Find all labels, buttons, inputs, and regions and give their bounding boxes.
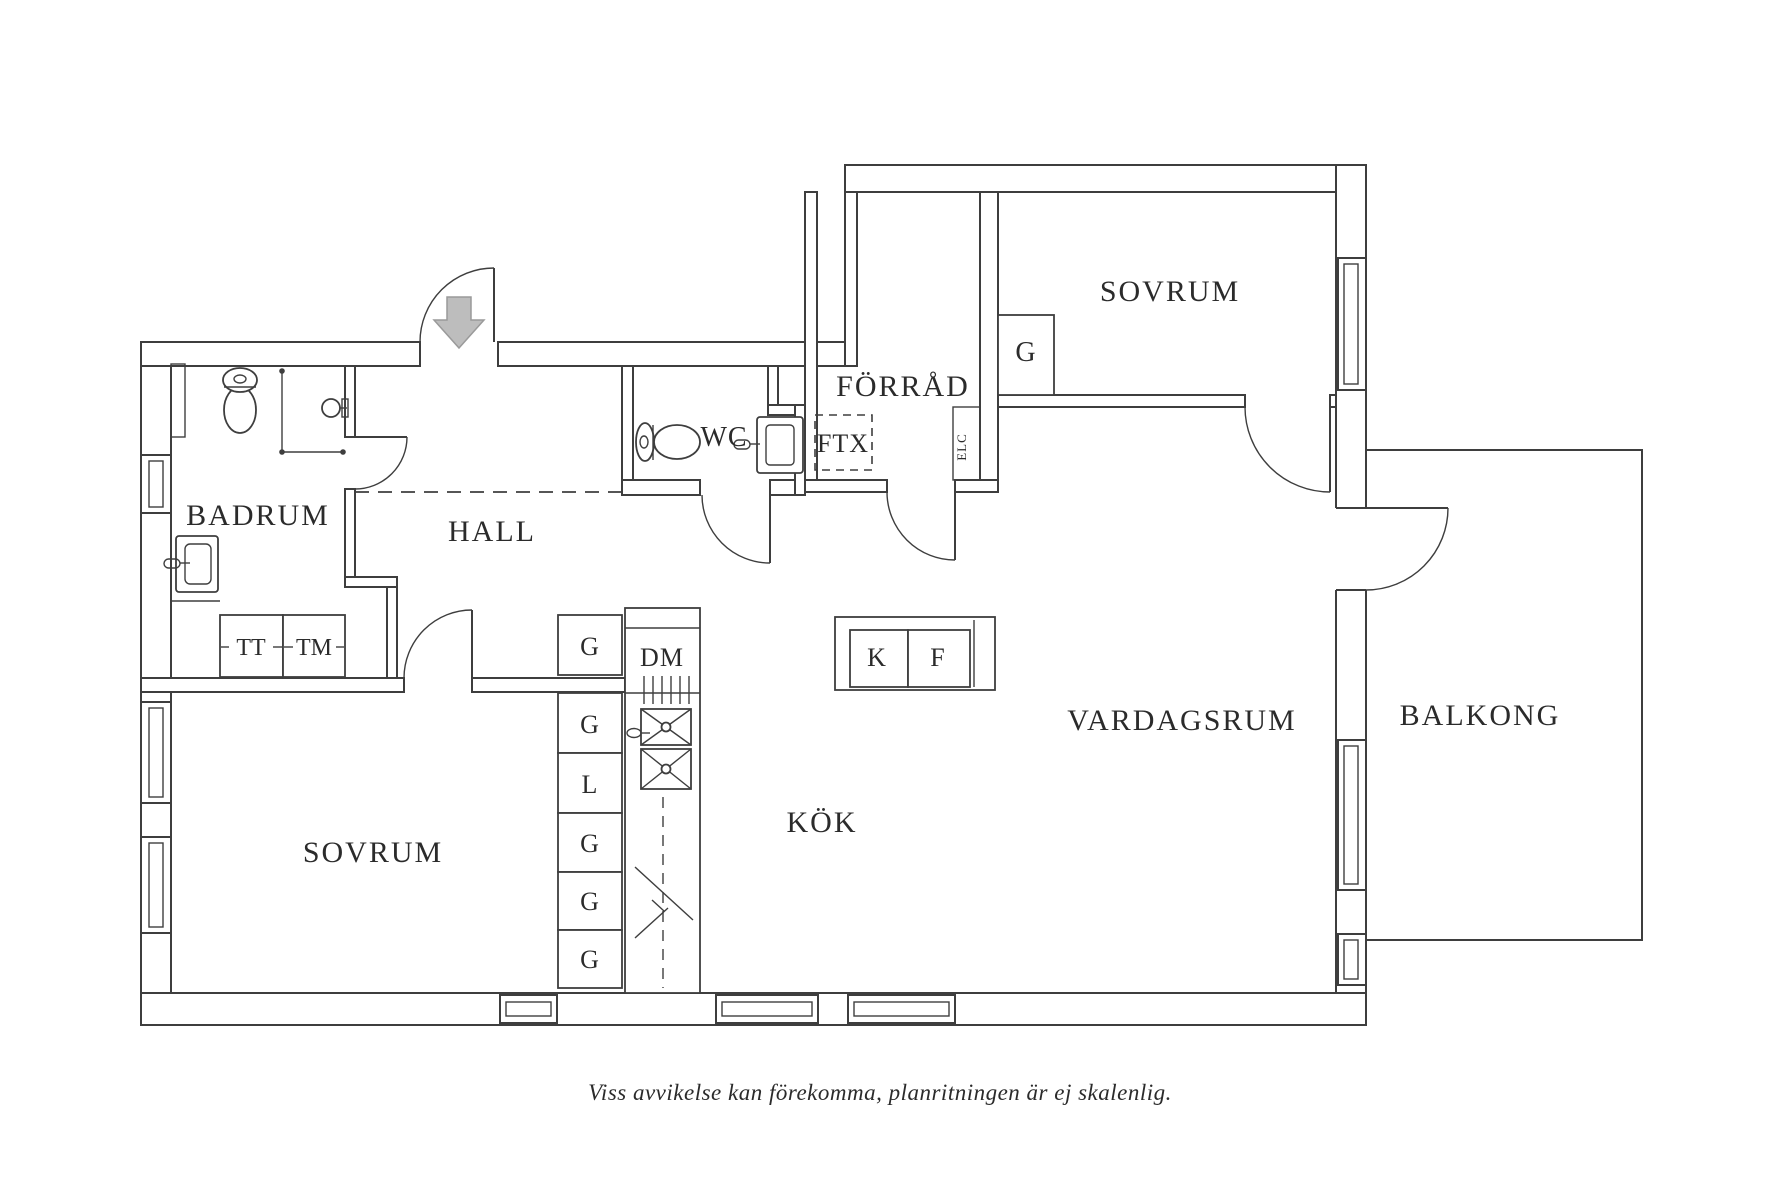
washer-dryer-boxes xyxy=(219,614,346,678)
dish-rack-icon xyxy=(643,676,690,704)
entry-arrow-icon xyxy=(432,296,486,350)
entry-door-swing xyxy=(419,267,495,343)
doors xyxy=(354,267,1449,679)
window xyxy=(1337,257,1367,391)
closet-label-3: L xyxy=(582,770,599,799)
shower-icon xyxy=(279,368,349,455)
stove-icon xyxy=(634,866,694,939)
closet-label-5: G xyxy=(580,887,600,916)
window xyxy=(1337,739,1367,891)
labels: BADRUM HALL WC FÖRRÅD SOVRUM VARDAGSRUM … xyxy=(186,275,1561,974)
room-label-forrad: FÖRRÅD xyxy=(836,370,970,403)
room-label-sovrum-right: SOVRUM xyxy=(1100,275,1240,308)
label-tm: TM xyxy=(296,635,332,661)
wc-fixtures xyxy=(635,416,804,474)
kitchen-counter xyxy=(624,607,701,994)
interior-walls xyxy=(140,191,1337,693)
sovrum-right-door-swing xyxy=(1244,406,1331,493)
room-label-balkong: BALKONG xyxy=(1400,699,1561,732)
badrum-door-swing xyxy=(354,436,408,490)
label-tt: TT xyxy=(236,635,266,661)
label-f: F xyxy=(930,643,945,672)
window xyxy=(140,454,172,514)
forrad-fixtures xyxy=(814,406,981,481)
window xyxy=(715,994,819,1024)
closet-label-2: G xyxy=(580,710,600,739)
balcony-outline xyxy=(1366,449,1643,941)
window xyxy=(847,994,956,1024)
room-label-badrum: BADRUM xyxy=(186,499,330,532)
room-label-hall: HALL xyxy=(448,515,536,548)
balcony-door-opening xyxy=(1334,508,1368,590)
sovrum-left-door-swing xyxy=(403,609,473,679)
toilet-icon xyxy=(635,422,701,462)
closet-g-sovrum xyxy=(997,314,1055,396)
room-label-sovrum-left: SOVRUM xyxy=(303,836,443,869)
ftx-unit xyxy=(814,414,873,471)
closet-label-6: G xyxy=(580,945,600,974)
caption: Viss avvikelse kan förekomma, planritnin… xyxy=(588,1080,1172,1105)
wall-niche xyxy=(170,363,186,438)
window xyxy=(1337,933,1367,986)
kitchen-sink-icon xyxy=(626,708,692,790)
label-k: K xyxy=(867,643,887,672)
balcony-door-jambs xyxy=(1336,507,1366,591)
label-elc: ELC xyxy=(954,433,969,461)
closet-column xyxy=(557,614,623,989)
label-dm: DM xyxy=(640,643,684,672)
room-label-wc: WC xyxy=(700,422,747,453)
toilet-icon xyxy=(222,367,258,434)
elc-shaft xyxy=(952,406,981,481)
window xyxy=(499,994,558,1024)
closet-label-1: G xyxy=(580,632,600,661)
windows xyxy=(140,257,1367,1024)
badrum-fixtures xyxy=(163,363,349,678)
room-label-vardagsrum: VARDAGSRUM xyxy=(1067,704,1297,737)
forrad-door-swing xyxy=(886,491,956,561)
sink-icon xyxy=(733,416,804,474)
window xyxy=(140,836,172,934)
closet-label-4: G xyxy=(580,829,600,858)
room-label-kok: KÖK xyxy=(787,806,858,839)
label-ftx: FTX xyxy=(817,429,869,458)
balcony-door-swing xyxy=(1365,507,1449,591)
label-g-sovrum: G xyxy=(1015,337,1036,368)
wc-door-swing xyxy=(701,494,771,564)
window xyxy=(140,701,172,804)
fridge-freezer xyxy=(834,616,996,691)
sink-icon xyxy=(163,535,219,593)
